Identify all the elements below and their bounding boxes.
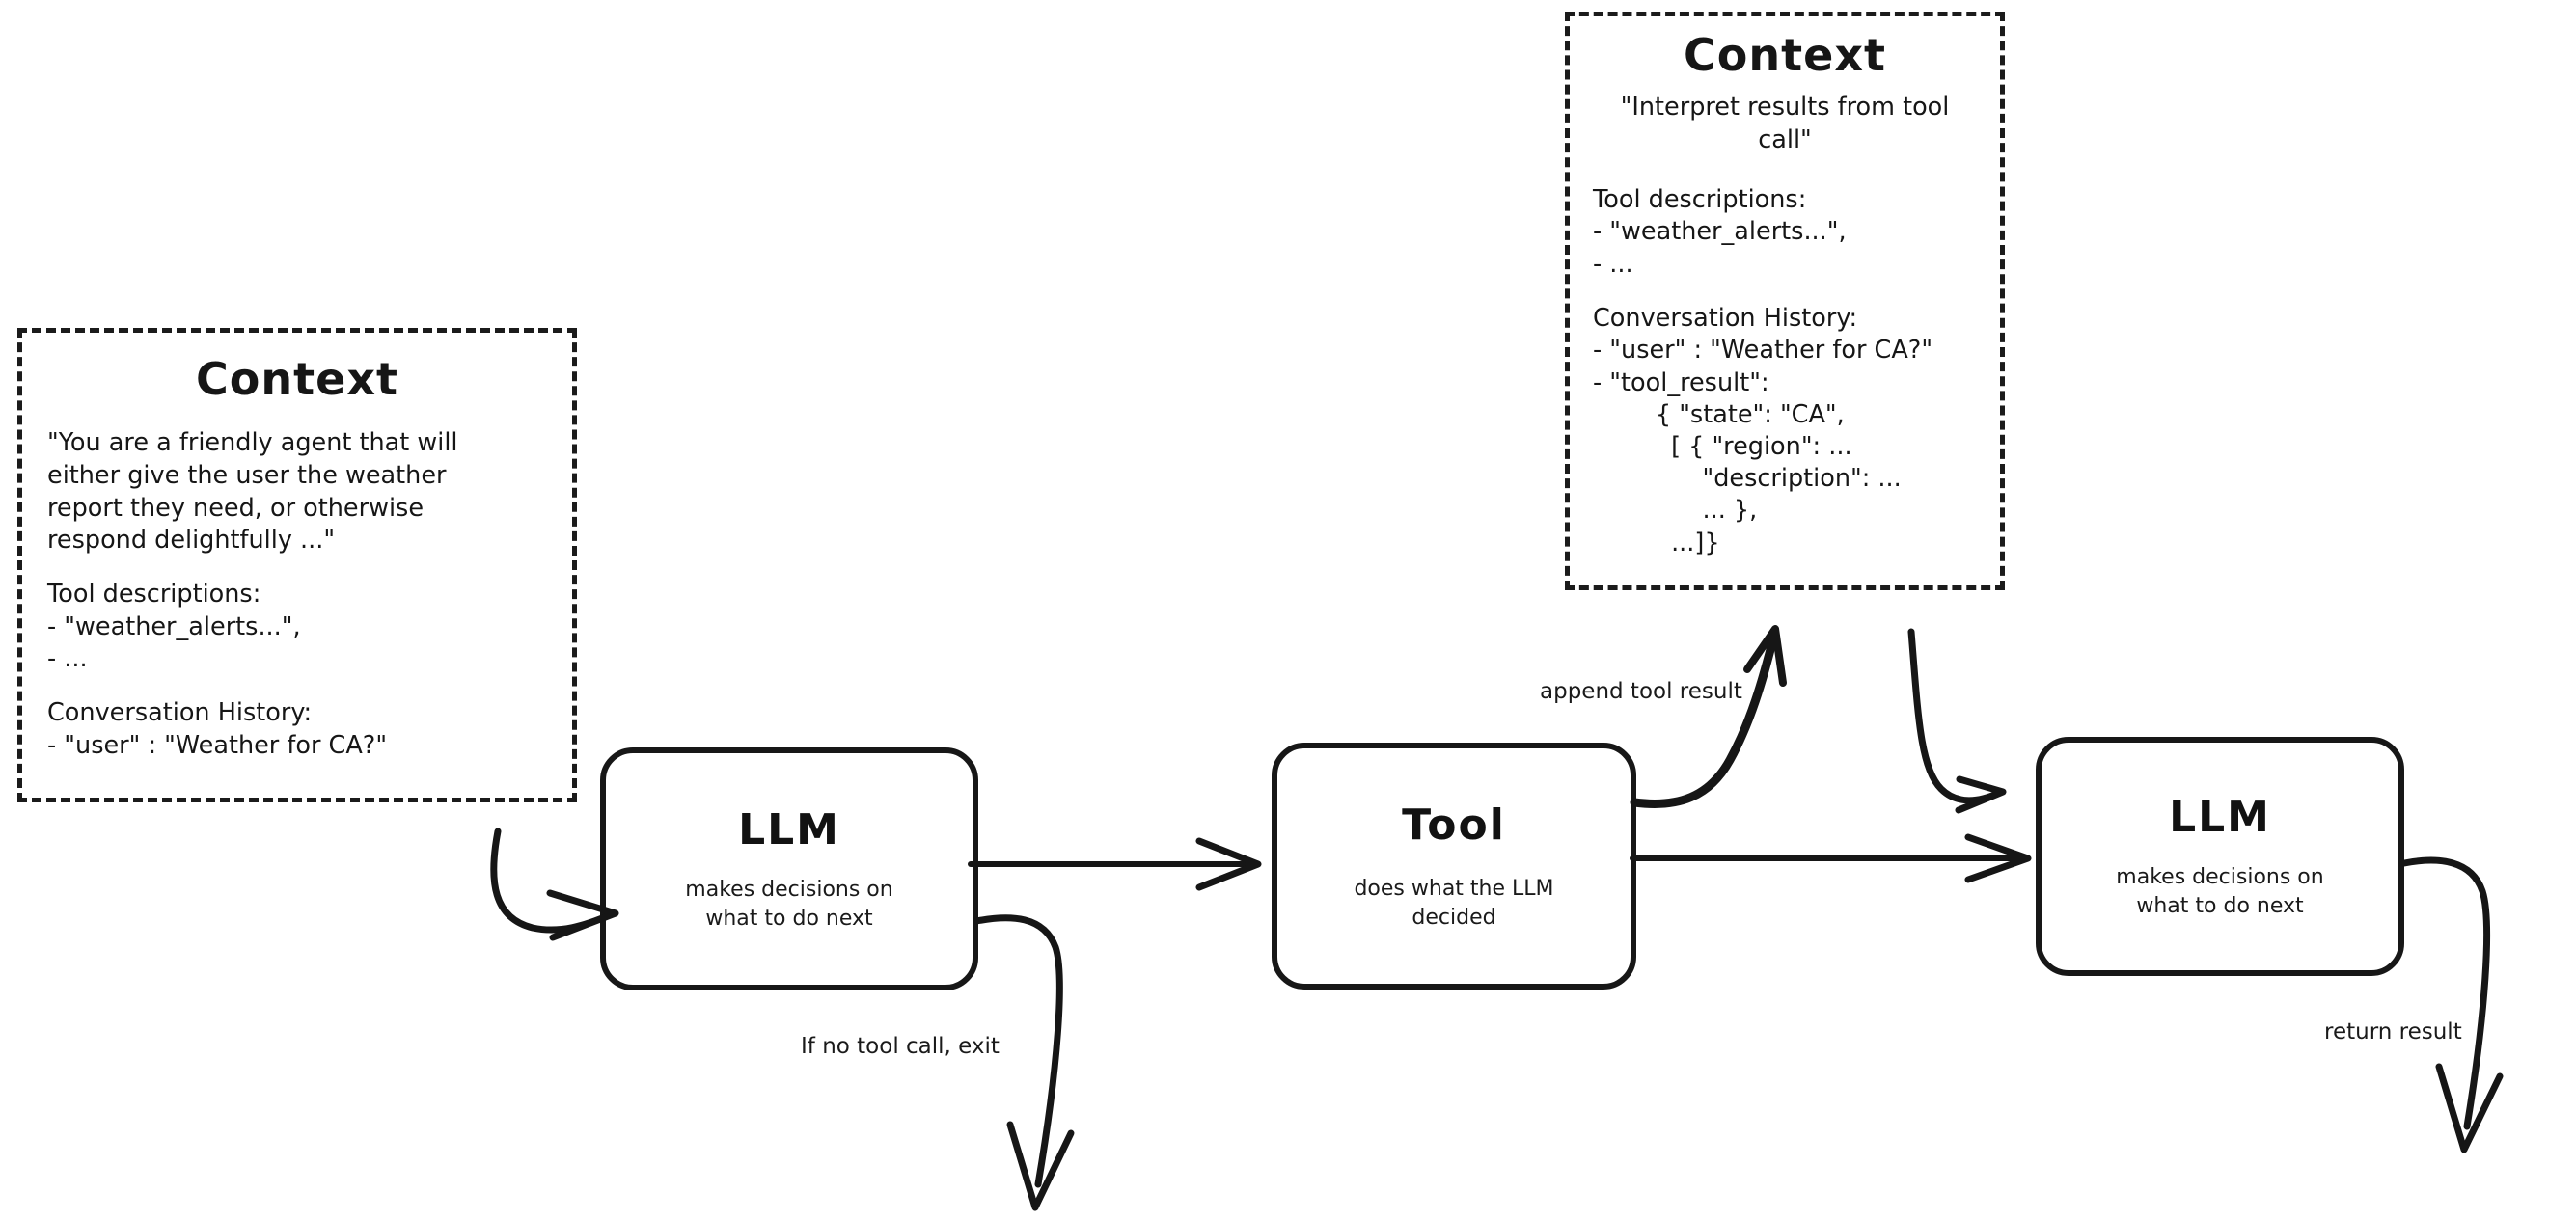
context-right-conversation-items: - "user" : "Weather for CA?" — [1593, 336, 1933, 366]
arrow-context-left-to-llm1 — [490, 828, 619, 941]
context-box-left: Context "You are a friendly agent that w… — [17, 328, 577, 802]
node-llm-1-subtitle: makes decisions on what to do next — [685, 877, 893, 931]
context-right-tool-result: - "tool_result": { "state": "CA", [ { "r… — [1593, 367, 1902, 557]
arrow-tool-append-to-context-right — [1630, 625, 1787, 808]
edge-label-if-no-tool-call-exit: If no tool call, exit — [801, 1034, 1000, 1059]
context-right-tool-descriptions-header: Tool descriptions: — [1593, 184, 1807, 214]
spacer — [47, 676, 547, 697]
context-right-tool-descriptions-items: - "weather_alerts...", - ... — [1593, 217, 1847, 279]
arrow-llm2-return — [2400, 856, 2504, 1153]
context-right-conversation-header: Conversation History: — [1593, 303, 1858, 333]
node-tool[interactable]: Tool does what the LLM decided — [1272, 743, 1636, 990]
arrow-llm1-to-tool — [968, 837, 1262, 891]
spacer — [1593, 163, 1977, 184]
edge-label-return-result: return result — [2324, 1019, 2462, 1045]
node-llm-2[interactable]: LLM makes decisions on what to do next — [2036, 737, 2404, 976]
node-tool-subtitle: does what the LLM decided — [1354, 876, 1554, 930]
arrow-context-right-to-llm2 — [1907, 628, 2007, 814]
node-llm-2-title: LLM — [2169, 792, 2271, 842]
context-box-right: Context "Interpret results from tool cal… — [1565, 12, 2005, 590]
context-left-tool-descriptions-header: Tool descriptions: — [47, 579, 261, 609]
arrow-tool-to-llm2 — [1630, 833, 2032, 883]
context-left-conversation-items: - "user" : "Weather for CA?" — [47, 730, 388, 760]
edge-label-append-tool-result: append tool result — [1540, 679, 1742, 704]
context-left-system-prompt: "You are a friendly agent that will eith… — [47, 428, 458, 556]
context-left-conversation-header: Conversation History: — [47, 697, 313, 727]
node-tool-title: Tool — [1402, 800, 1506, 850]
node-llm-1[interactable]: LLM makes decisions on what to do next — [600, 747, 978, 990]
arrow-llm1-exit — [973, 914, 1075, 1211]
context-left-title: Context — [196, 353, 398, 405]
context-left-tool-descriptions-items: - "weather_alerts...", - ... — [47, 611, 301, 674]
spacer — [47, 557, 547, 579]
node-llm-1-title: LLM — [738, 804, 840, 855]
context-right-system-prompt: "Interpret results from tool call" — [1620, 93, 1958, 154]
context-right-title: Context — [1684, 29, 1886, 81]
node-llm-2-subtitle: makes decisions on what to do next — [2116, 864, 2324, 918]
spacer — [1593, 282, 1977, 303]
